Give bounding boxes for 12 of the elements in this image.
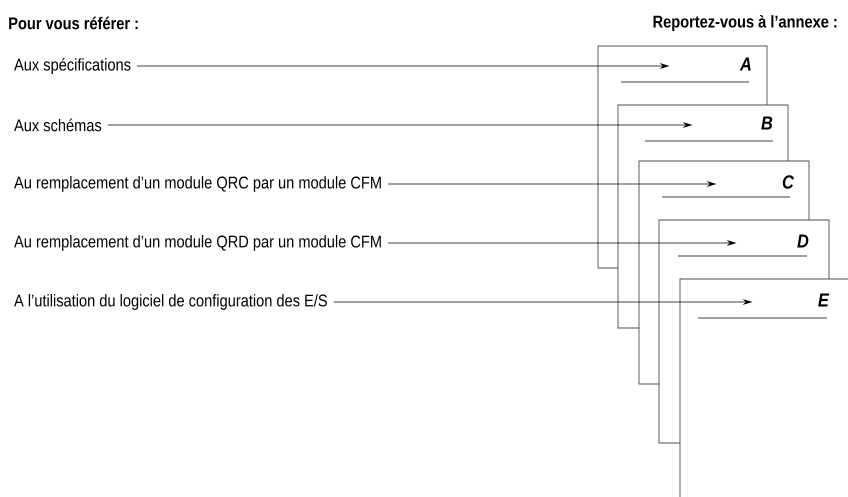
heading: Pour vous référer : [9, 16, 138, 30]
annex-tab: C [662, 175, 794, 198]
topic-text: Au remplacement d’un module QRD par un module CFM [14, 235, 381, 251]
topic-text: Aux spécifications [14, 58, 130, 74]
topic-text: A l’utilisation du logiciel de configuration des E/S [14, 294, 327, 310]
annex-tab: A [620, 57, 751, 82]
annex-tab: E [698, 293, 830, 318]
annex-tab: D [678, 234, 808, 256]
topic-text: Aux schémas [14, 118, 102, 132]
annex-tab: B [644, 116, 774, 142]
topic-text: Au remplacement d’un module QRC par un module CFM [14, 176, 381, 192]
heading: Reportez-vous à l’annexe : [654, 15, 836, 31]
